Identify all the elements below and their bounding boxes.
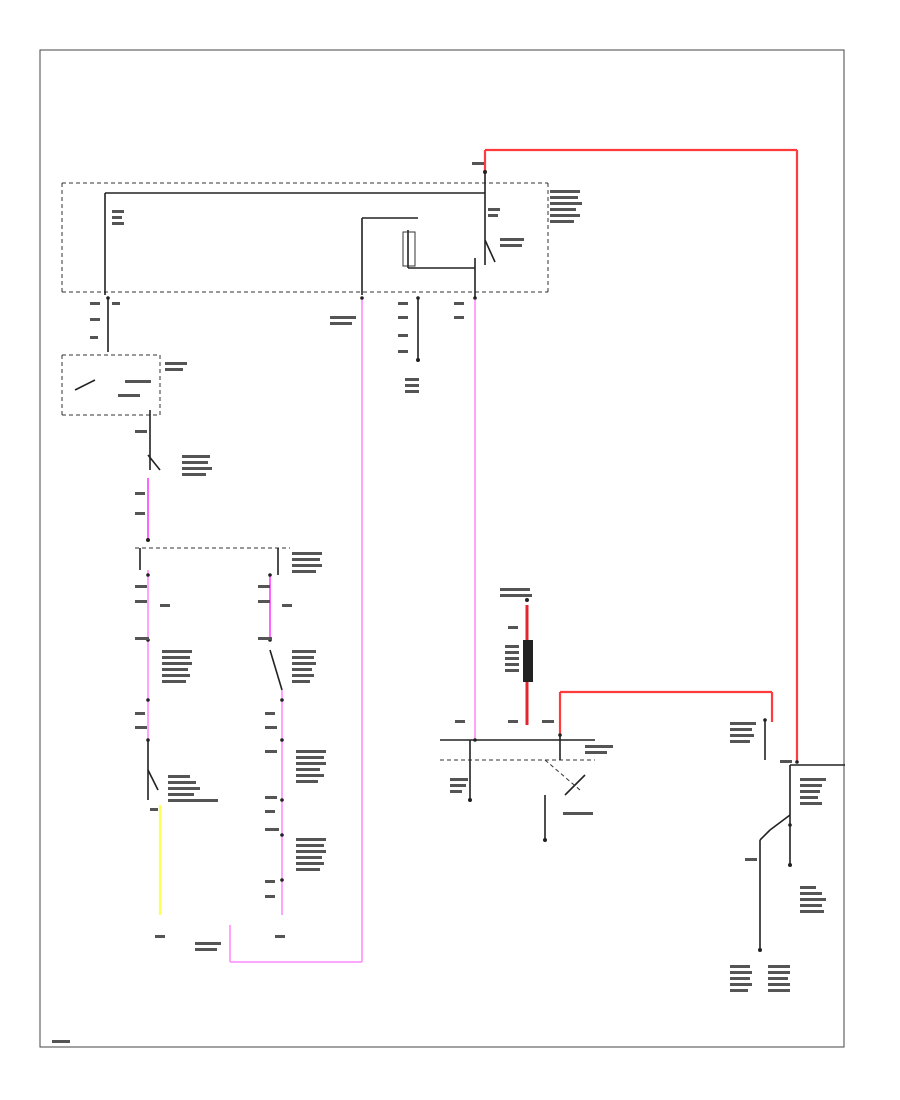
red-battery-wire xyxy=(483,148,799,762)
red-compressor-wire xyxy=(525,605,774,735)
relay-switch-contact xyxy=(484,239,496,263)
clutch-switch-contact xyxy=(269,649,283,691)
ground-terminal xyxy=(788,863,792,867)
compressor-relay-wiring xyxy=(759,720,845,950)
pink-wire-middle-column xyxy=(269,575,283,915)
control-module-outline xyxy=(440,735,595,840)
fuse-block-outline xyxy=(61,182,549,293)
relay-coil xyxy=(402,231,416,267)
left-column-wiring xyxy=(61,298,290,800)
pink-wire-long-return xyxy=(229,298,363,963)
connector-pins xyxy=(106,170,799,882)
page-frame xyxy=(39,49,845,1048)
illegible-labels xyxy=(52,162,826,1043)
ground-terminal xyxy=(468,798,472,802)
fuse-block-bus xyxy=(104,170,496,298)
ground-terminal xyxy=(758,948,762,952)
ignition-switch-contact xyxy=(74,379,96,391)
compressor-clutch-coil xyxy=(523,640,533,682)
trans-switch-contact xyxy=(147,769,159,791)
pressure-switch-contact xyxy=(564,774,586,796)
ground-terminal xyxy=(543,838,547,842)
